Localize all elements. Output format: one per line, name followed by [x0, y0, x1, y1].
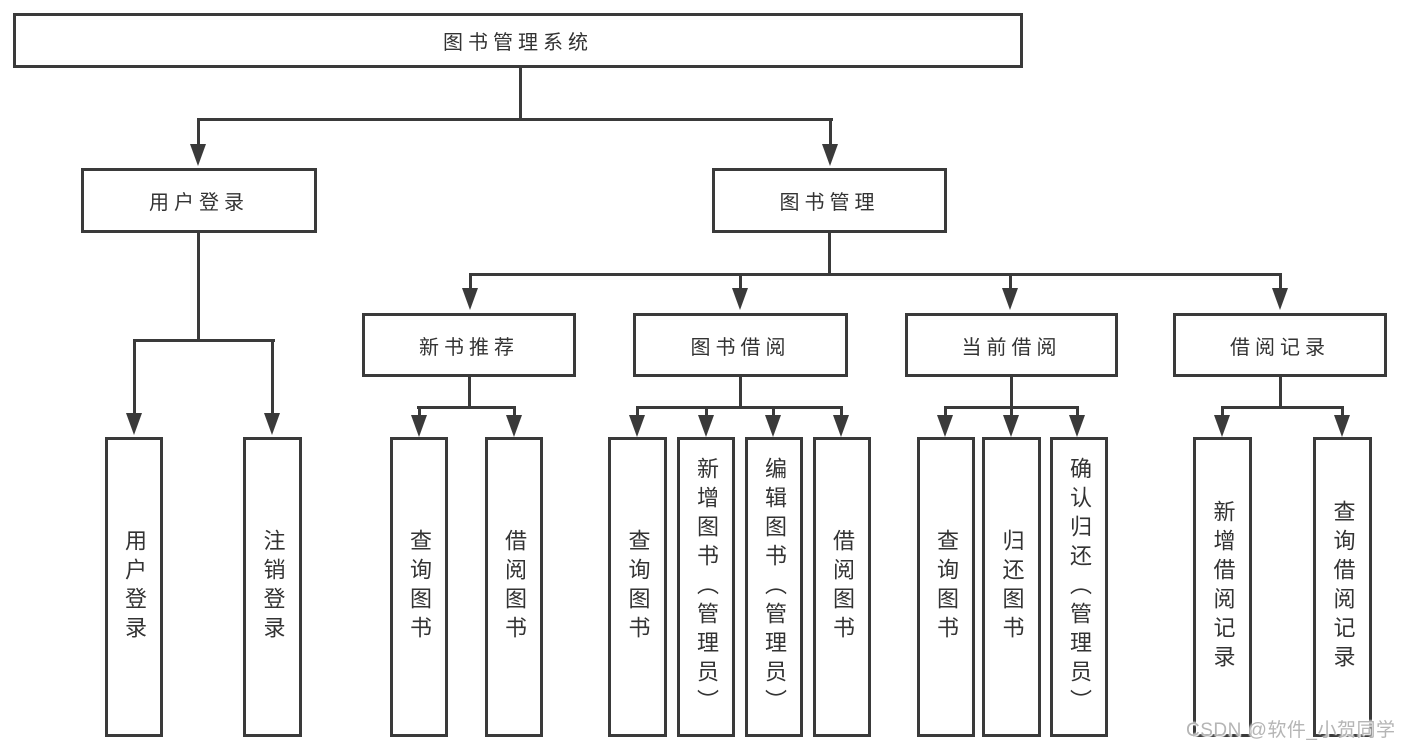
edge-to-leaf-logout-shaft	[271, 339, 274, 415]
edge-to-query-borrow-record-shaft	[1341, 406, 1344, 417]
edge-user-login-vertical	[197, 231, 200, 341]
leaf-add-borrow-record: 新增借阅记录	[1193, 437, 1252, 737]
leaf-add-books-admin: 新增图书（管理员）	[677, 437, 735, 737]
csdn-watermark: CSDN @软件_小贺同学	[1186, 720, 1396, 741]
arrowhead-to-leaf-logout	[264, 413, 280, 435]
arrowhead-to-query-books-2	[629, 415, 645, 437]
edge-book-borrow-vertical	[739, 375, 742, 408]
arrowhead-to-borrow-books-2	[833, 415, 849, 437]
arrowhead-to-add-books	[698, 415, 714, 437]
node-book-borrow: 图书借阅	[633, 313, 848, 377]
leaf-return-books: 归还图书	[982, 437, 1041, 737]
edge-to-confirm-return-shaft	[1076, 406, 1079, 417]
node-new-book-recommend: 新书推荐	[362, 313, 576, 377]
arrowhead-to-borrow-records	[1272, 288, 1288, 310]
leaf-borrow-books-1: 借阅图书	[485, 437, 543, 737]
edge-to-borrow-books-1-shaft	[513, 406, 516, 417]
edge-book-management-vertical	[828, 231, 831, 275]
leaf-edit-books-admin: 编辑图书（管理员）	[745, 437, 803, 737]
edge-to-new-book-recommend-shaft	[469, 273, 472, 290]
arrowhead-to-query-books-1	[411, 415, 427, 437]
edge-to-query-books-3-shaft	[944, 406, 947, 417]
edge-new-book-recommend-vertical	[468, 375, 471, 408]
edge-to-current-borrow-shaft	[1009, 273, 1012, 290]
node-user-login: 用户登录	[81, 168, 317, 233]
edge-to-edit-books-shaft	[772, 406, 775, 417]
leaf-query-books-2: 查询图书	[608, 437, 667, 737]
edge-root-vertical	[519, 66, 522, 120]
node-borrow-records: 借阅记录	[1173, 313, 1387, 377]
edge-to-borrow-records-shaft	[1279, 273, 1282, 290]
edge-to-leaf-user-login-shaft	[133, 339, 136, 415]
arrowhead-to-borrow-books-1	[506, 415, 522, 437]
leaf-borrow-books-2: 借阅图书	[813, 437, 871, 737]
arrowhead-to-confirm-return	[1069, 415, 1085, 437]
leaf-confirm-return-admin: 确认归还（管理员）	[1050, 437, 1108, 737]
arrowhead-to-leaf-user-login	[126, 413, 142, 435]
arrowhead-to-return-books	[1003, 415, 1019, 437]
edge-book-borrow-horizontal	[636, 406, 843, 409]
arrowhead-to-book-management	[822, 144, 838, 166]
arrowhead-to-query-borrow-record	[1334, 415, 1350, 437]
edge-to-book-borrow-shaft	[739, 273, 742, 290]
edge-to-user-login-shaft	[197, 118, 200, 146]
edge-borrow-records-horizontal	[1221, 406, 1343, 409]
edge-book-management-horizontal	[469, 273, 1282, 276]
edge-to-return-books-shaft	[1010, 406, 1013, 417]
arrowhead-to-new-book-recommend	[462, 288, 478, 310]
arrowhead-to-current-borrow	[1002, 288, 1018, 310]
leaf-query-books-1: 查询图书	[390, 437, 448, 737]
edge-new-book-recommend-horizontal	[417, 406, 516, 409]
leaf-user-login: 用户登录	[105, 437, 163, 737]
edge-current-borrow-vertical	[1010, 375, 1013, 408]
edge-root-horizontal	[197, 118, 833, 121]
node-library-management-system: 图书管理系统	[13, 13, 1023, 68]
edge-to-book-management-shaft	[829, 118, 832, 146]
edge-borrow-records-vertical	[1279, 375, 1282, 408]
edge-to-borrow-books-2-shaft	[840, 406, 843, 417]
arrowhead-to-book-borrow	[732, 288, 748, 310]
arrowhead-to-add-borrow-record	[1214, 415, 1230, 437]
node-book-management: 图书管理	[712, 168, 947, 233]
edge-user-login-horizontal	[133, 339, 275, 342]
edge-to-query-books-2-shaft	[636, 406, 639, 417]
arrowhead-to-user-login	[190, 144, 206, 166]
leaf-logout: 注销登录	[243, 437, 302, 737]
arrowhead-to-edit-books	[765, 415, 781, 437]
node-current-borrow: 当前借阅	[905, 313, 1118, 377]
leaf-query-borrow-record: 查询借阅记录	[1313, 437, 1372, 737]
leaf-query-books-3: 查询图书	[917, 437, 975, 737]
edge-to-query-books-1-shaft	[418, 406, 421, 417]
arrowhead-to-query-books-3	[937, 415, 953, 437]
edge-to-add-borrow-record-shaft	[1221, 406, 1224, 417]
edge-to-add-books-shaft	[705, 406, 708, 417]
